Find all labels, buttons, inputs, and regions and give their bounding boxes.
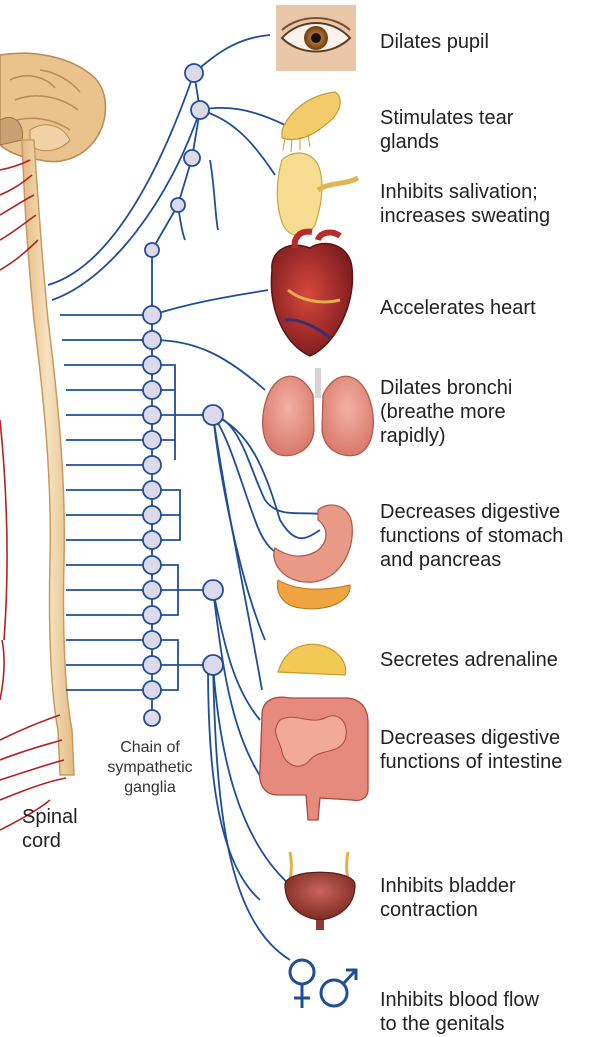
- heart-icon: [271, 232, 352, 356]
- chain-of-ganglia-label: Chain of sympathetic ganglia: [90, 738, 210, 798]
- tear-gland-icon: [282, 92, 340, 152]
- bladder-icon: [285, 852, 355, 930]
- salivary-gland-icon: [277, 153, 358, 235]
- effect-label-tear-glands: Stimulates tear glands: [380, 106, 513, 154]
- intestine-icon: [260, 697, 368, 820]
- female-symbol-icon: [290, 960, 314, 1008]
- effect-label-bronchi: Dilates bronchi (breathe more rapidly): [380, 376, 512, 448]
- effect-label-adrenaline: Secretes adrenaline: [380, 648, 558, 672]
- stomach-pancreas-icon: [274, 505, 352, 609]
- lungs-icon: [263, 368, 374, 456]
- eye-icon: [276, 5, 356, 71]
- adrenal-gland-icon: [278, 644, 346, 675]
- male-symbol-icon: [321, 970, 356, 1006]
- effect-label-salivation: Inhibits salivation; increases sweating: [380, 180, 550, 228]
- effect-label-eye: Dilates pupil: [380, 30, 489, 54]
- spinal-cord-label: Spinal cord: [22, 805, 78, 853]
- effect-label-bladder: Inhibits bladder contraction: [380, 874, 516, 922]
- effect-label-stomach: Decreases digestive functions of stomach…: [380, 500, 563, 572]
- effect-label-intestine: Decreases digestive functions of intesti…: [380, 726, 562, 774]
- effect-label-heart: Accelerates heart: [380, 296, 536, 320]
- effect-label-genitals: Inhibits blood flow to the genitals: [380, 988, 539, 1036]
- spinal-cord: [22, 140, 74, 775]
- brain: [0, 53, 106, 161]
